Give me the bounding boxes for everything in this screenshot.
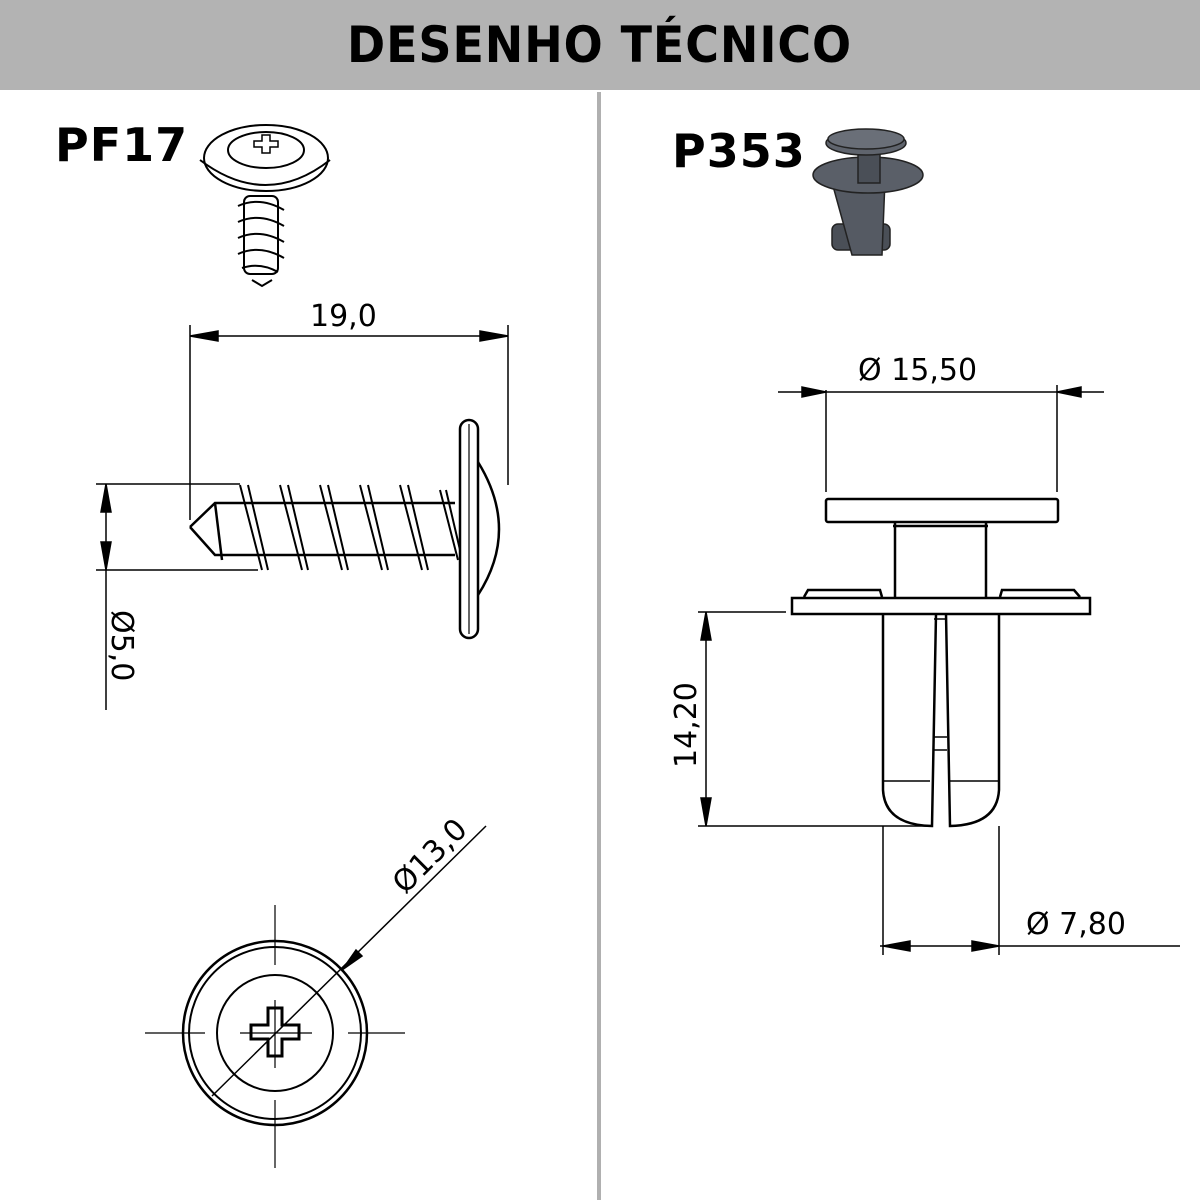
push-rivet-clip-icon [812,128,924,256]
length-dimension [189,325,509,520]
shank-diameter-label: Ø 7,80 [1026,907,1126,942]
thread-diameter-label: Ø5,0 [104,610,139,681]
head-diameter-dimension [211,825,487,1097]
screw-top-view [145,905,405,1168]
length-dimension-label: 19,0 [310,299,377,334]
shank-length-label: 14,20 [669,682,704,768]
screw-side-view [189,418,501,640]
panel-divider [597,92,601,1200]
page-title: DESENHO TÉCNICO [347,16,853,74]
phillips-drive-icon [249,1006,301,1058]
part-code-p353: P353 [672,124,806,178]
shank-length-dimension [698,611,930,827]
clip-side-view [790,497,1092,828]
head-diameter-dimension-p353 [778,385,1104,492]
shank-diameter-dimension [880,826,1180,955]
header-bar: DESENHO TÉCNICO [0,0,1200,90]
thread-diameter-dimension [96,483,258,710]
part-code-pf17: PF17 [55,118,189,172]
head-diameter-label-p353: Ø 15,50 [858,353,977,388]
screw-icon [199,124,331,288]
